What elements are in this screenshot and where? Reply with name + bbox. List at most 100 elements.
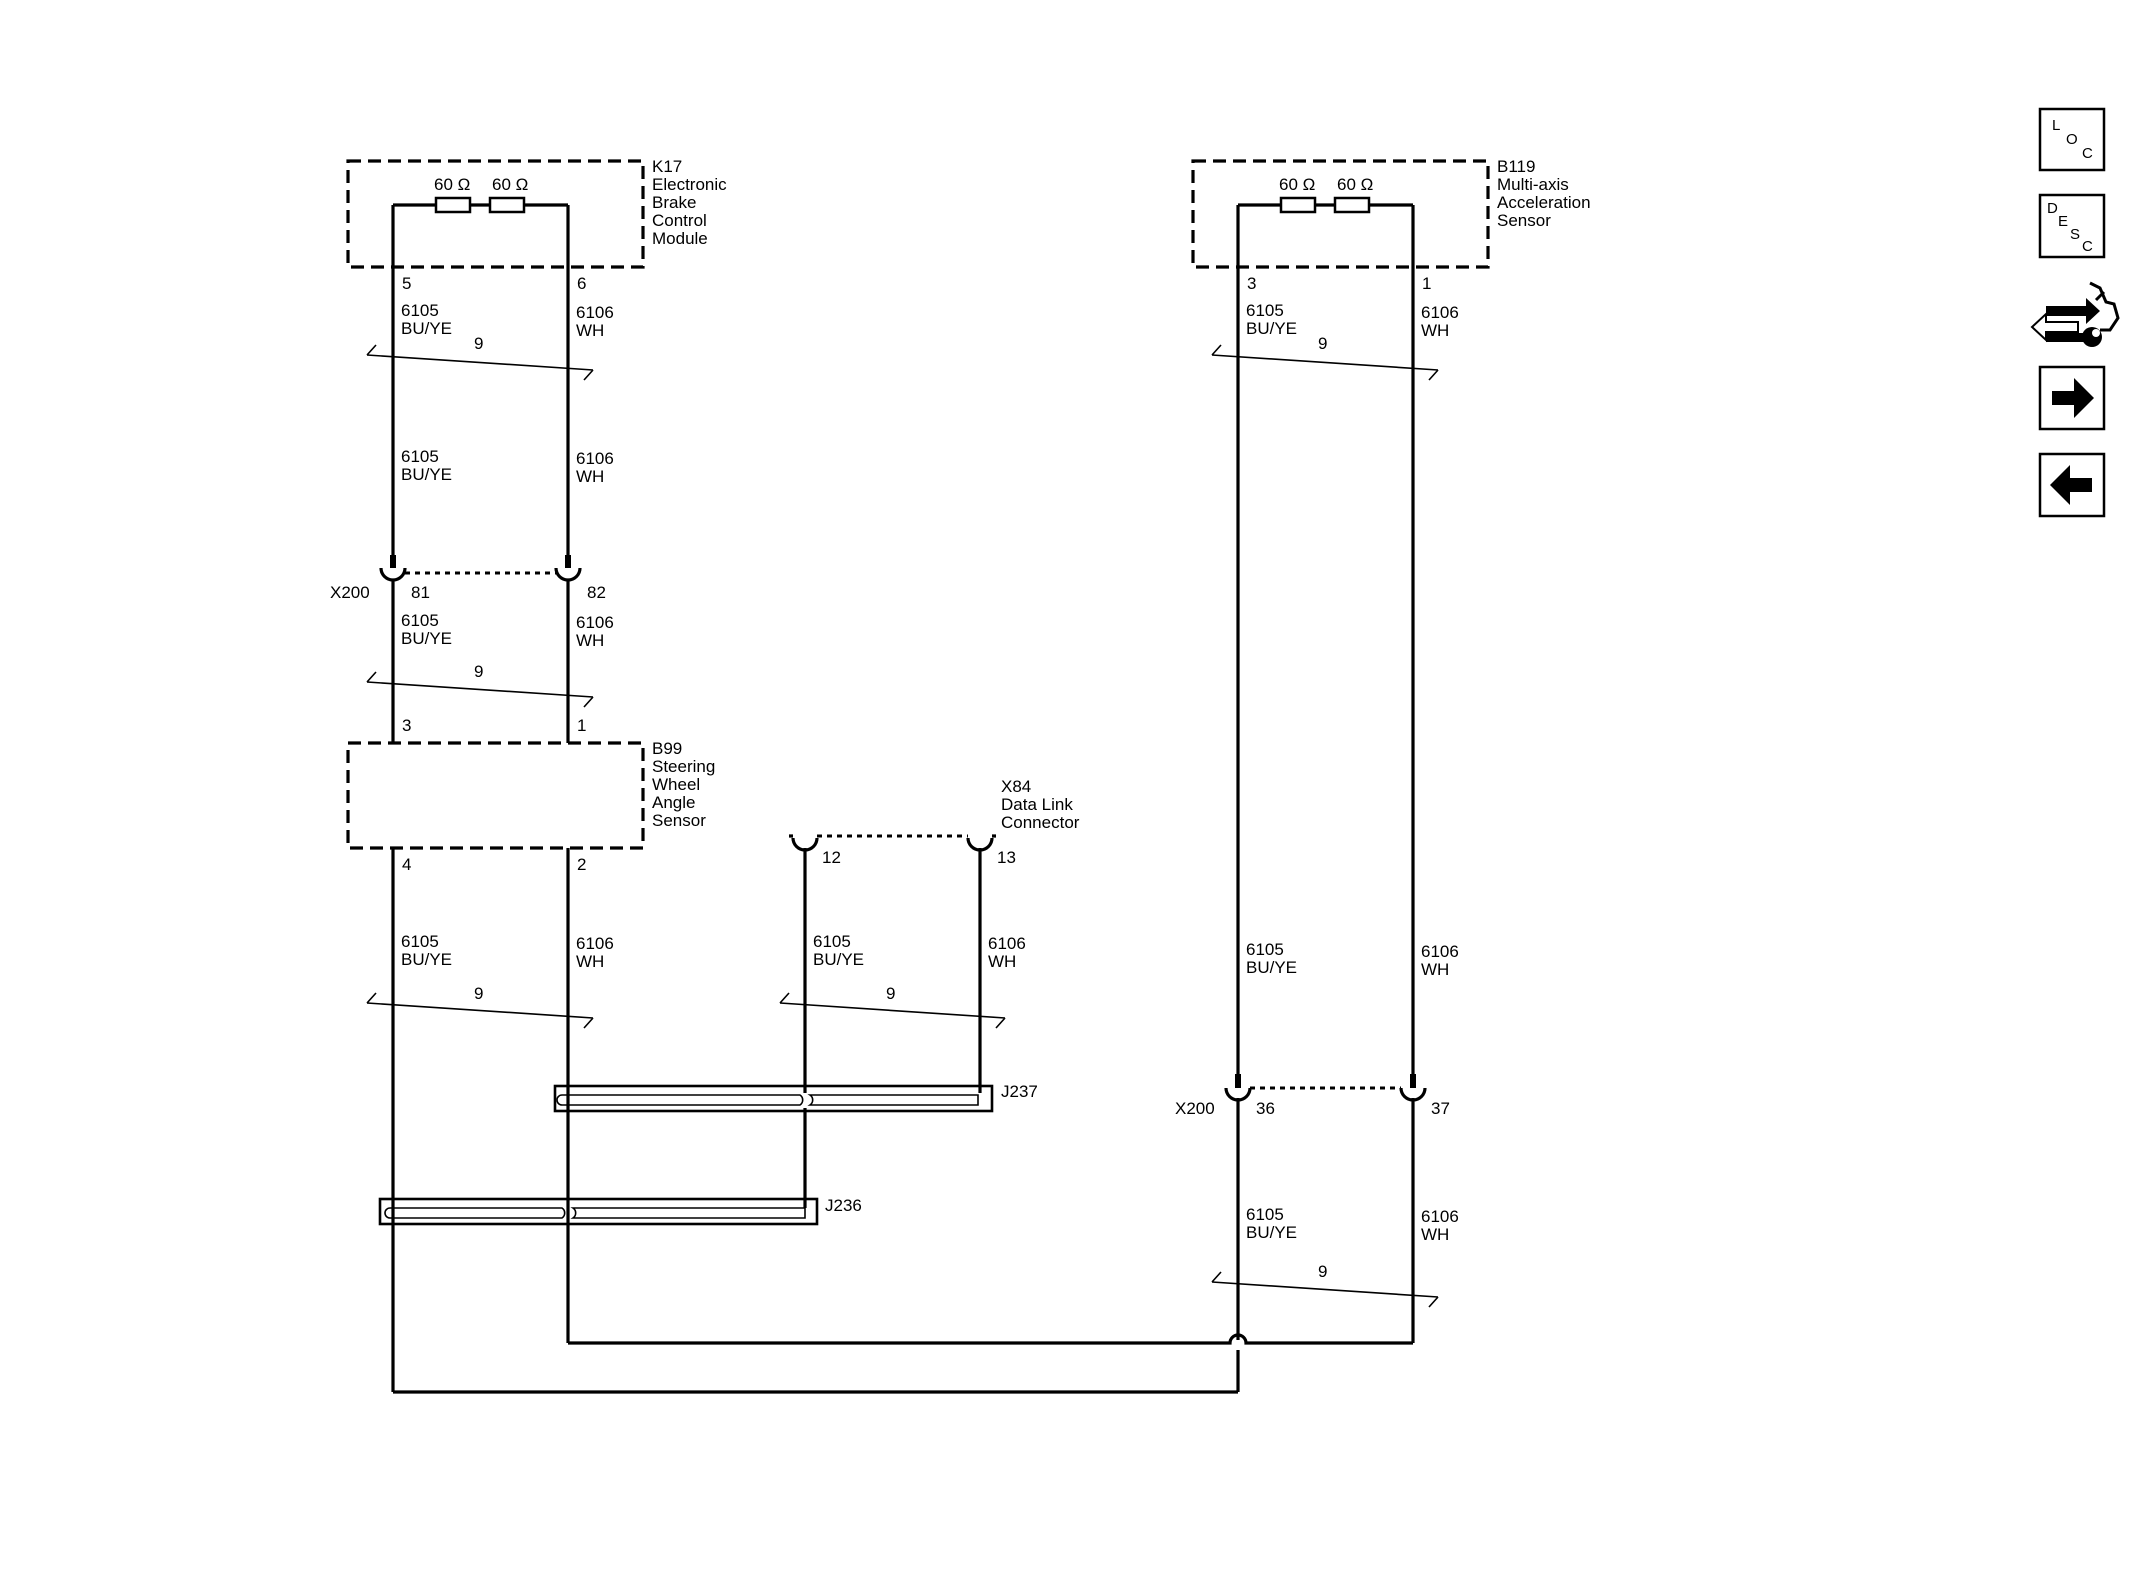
b99-dashed-outline — [346, 741, 645, 850]
wire-label-circuit: 6106 — [576, 613, 614, 632]
x200-upper-connector: X200 81 82 — [330, 555, 606, 602]
k17-pin-right: 6 — [577, 274, 586, 293]
b99-pin-bottom-left: 4 — [402, 855, 411, 874]
b119-label-line4: Sensor — [1497, 211, 1551, 230]
desc-letter-s: S — [2070, 226, 2080, 243]
wire-label-circuit: 6105 — [1246, 301, 1284, 320]
wire-label-color: WH — [576, 631, 604, 650]
wire-label-color: WH — [1421, 1225, 1449, 1244]
wire-label-circuit: 6106 — [576, 934, 614, 953]
k17-label-line1: K17 — [652, 157, 682, 176]
b119-label-line2: Multi-axis — [1497, 175, 1569, 194]
desc-icon — [2038, 193, 2106, 259]
x200-lower-connector: X200 36 37 — [1175, 1074, 1450, 1118]
next-page-button[interactable] — [2038, 365, 2106, 431]
twist-markers: 9 9 9 9 9 9 — [366, 334, 1439, 1308]
x84-pin-left: 12 — [822, 848, 841, 867]
b119-dashed-outline — [1191, 159, 1490, 269]
twist-marker-5: 9 — [1211, 334, 1439, 381]
b119-pin-right: 1 — [1422, 274, 1431, 293]
x200-upper-name: X200 — [330, 583, 370, 602]
b99-sensor: B99 Steering Wheel Angle Sensor 3 1 4 2 — [346, 716, 715, 874]
b99-pin-top-right: 1 — [577, 716, 586, 735]
loc-letter-l: L — [2052, 117, 2060, 134]
twist-count-1: 9 — [474, 334, 483, 353]
k17-resistor-left-label: 60 Ω — [434, 175, 470, 194]
j237-label: J237 — [1001, 1082, 1038, 1101]
b119-resistor-right-label: 60 Ω — [1337, 175, 1373, 194]
k17-resistor-right — [488, 196, 526, 214]
desc-button[interactable]: D E S C — [2038, 193, 2106, 259]
connector-wrench-icon — [2030, 281, 2120, 347]
wire-label-color: BU/YE — [401, 465, 452, 484]
loc-button[interactable]: L O C — [2038, 107, 2106, 172]
b99-label-line1: B99 — [652, 739, 682, 758]
x84-label-line3: Connector — [1001, 813, 1080, 832]
twist-marker-3: 9 — [366, 984, 594, 1029]
wire-label-color: WH — [988, 952, 1016, 971]
wire-label-circuit: 6106 — [1421, 303, 1459, 322]
wire-label-color: BU/YE — [813, 950, 864, 969]
wire-label-circuit: 6105 — [813, 932, 851, 951]
wire-label-color: BU/YE — [1246, 1223, 1297, 1242]
x200-lower-pin-right: 37 — [1431, 1099, 1450, 1118]
k17-module: 60 Ω 60 Ω K17 Electronic Brake Control M… — [346, 157, 727, 293]
wire-label-color: WH — [576, 321, 604, 340]
b119-label-line1: B119 — [1497, 157, 1535, 176]
x84-label-line1: X84 — [1001, 777, 1031, 796]
previous-page-button[interactable] — [2038, 452, 2106, 518]
wire-label-circuit: 6105 — [401, 447, 439, 466]
b119-resistor-right — [1333, 196, 1371, 214]
x200-lower-pin-left: 36 — [1256, 1099, 1275, 1118]
wire-label-circuit: 6105 — [1246, 1205, 1284, 1224]
k17-label-line2: Electronic — [652, 175, 727, 194]
k17-label-line4: Control — [652, 211, 707, 230]
b99-label-line5: Sensor — [652, 811, 706, 830]
twist-count-6: 9 — [1318, 1262, 1327, 1281]
b99-pin-top-left: 3 — [402, 716, 411, 735]
x200-upper-pin-right: 82 — [587, 583, 606, 602]
splice-j237: J237 — [553, 1082, 1038, 1113]
wire-label-circuit: 6105 — [401, 932, 439, 951]
twist-count-3: 9 — [474, 984, 483, 1003]
arrow-left-icon — [2050, 465, 2092, 505]
wire-label-circuit: 6106 — [988, 934, 1026, 953]
k17-resistor-left — [434, 196, 472, 214]
wire-label-circuit: 6106 — [576, 449, 614, 468]
wire-label-circuit: 6105 — [401, 301, 439, 320]
twist-count-2: 9 — [474, 662, 483, 681]
wire-labels: 6105 BU/YE 6105 BU/YE 6105 BU/YE 6105 BU… — [401, 301, 1459, 1244]
wire-label-color: BU/YE — [401, 629, 452, 648]
b119-pin-left: 3 — [1247, 274, 1256, 293]
twist-marker-4: 9 — [779, 984, 1006, 1029]
twist-marker-2: 9 — [366, 662, 594, 708]
connector-end-view-button[interactable] — [2030, 281, 2120, 347]
k17-pin-left: 5 — [402, 274, 411, 293]
k17-label-line5: Module — [652, 229, 708, 248]
x200-lower-name: X200 — [1175, 1099, 1215, 1118]
b119-resistor-left — [1279, 196, 1317, 214]
x84-pin-right: 13 — [997, 848, 1016, 867]
wire-label-color: BU/YE — [1246, 958, 1297, 977]
side-navigation: L O C D E S C — [2030, 107, 2120, 518]
k17-resistor-right-label: 60 Ω — [492, 175, 528, 194]
wire-label-circuit: 6106 — [576, 303, 614, 322]
b119-sensor: 60 Ω 60 Ω B119 Multi-axis Acceleration S… — [1191, 157, 1591, 293]
desc-letter-c: C — [2082, 238, 2093, 255]
x84-label-line2: Data Link — [1001, 795, 1073, 814]
wire-label-color: BU/YE — [401, 950, 452, 969]
j236-label: J236 — [825, 1196, 862, 1215]
wire-6106-bottom — [568, 1333, 1413, 1345]
wire-label-color: WH — [576, 467, 604, 486]
wire-label-circuit: 6105 — [401, 611, 439, 630]
b119-label-line3: Acceleration — [1497, 193, 1591, 212]
b119-resistor-left-label: 60 Ω — [1279, 175, 1315, 194]
twist-marker-6: 9 — [1211, 1262, 1439, 1308]
k17-dashed-outline — [346, 159, 645, 269]
wire-label-circuit: 6105 — [1246, 940, 1284, 959]
k17-label-line3: Brake — [652, 193, 696, 212]
x200-upper-pin-left: 81 — [411, 583, 430, 602]
loc-letter-c: C — [2082, 145, 2093, 162]
wire-label-color: WH — [1421, 960, 1449, 979]
splice-j236: J236 — [378, 1196, 862, 1226]
